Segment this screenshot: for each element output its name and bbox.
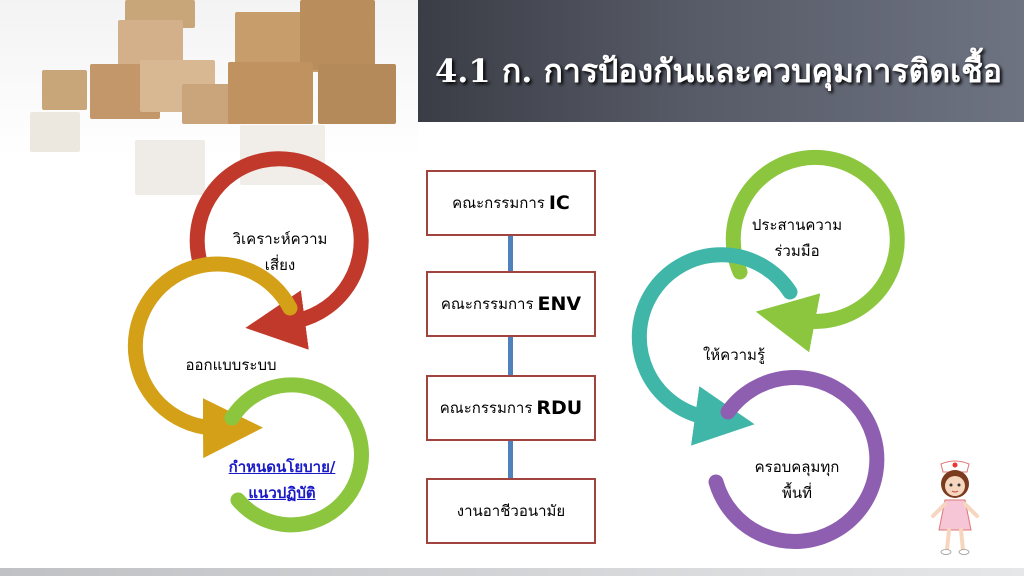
education-label: ให้ความรู้ (702, 346, 766, 364)
footer-bar (0, 568, 1024, 576)
coverage-label: ครอบคลุมทุกพื้นที่ (754, 458, 840, 502)
connector-line (508, 200, 513, 500)
policy-guideline-link[interactable]: กำหนดนโยบาย/แนวปฏิบัติ (228, 458, 336, 502)
coordination-label: ประสานความร่วมมือ (751, 216, 843, 260)
nurse-cartoon-icon (931, 460, 979, 555)
cooperate-arrow (725, 149, 905, 353)
design-arrow (127, 256, 298, 459)
boxes-photo (0, 0, 418, 210)
title-banner: 4.1 ก. การป้องกันและควบคุมการติดเชื้อ (418, 0, 1024, 122)
risk-arrow (189, 151, 369, 350)
knowledge-arrow (631, 247, 798, 446)
risk-analysis-label: วิเคราะห์ความเสี่ยง (232, 230, 328, 274)
system-design-label: ออกแบบระบบ (185, 356, 277, 374)
policy-arrow (224, 377, 369, 533)
occupational-health-box: งานอาชีวอนามัย (426, 478, 596, 544)
coverage-arrow (708, 370, 885, 549)
page-title: 4.1 ก. การป้องกันและควบคุมการติดเชื้อ (435, 52, 1002, 90)
